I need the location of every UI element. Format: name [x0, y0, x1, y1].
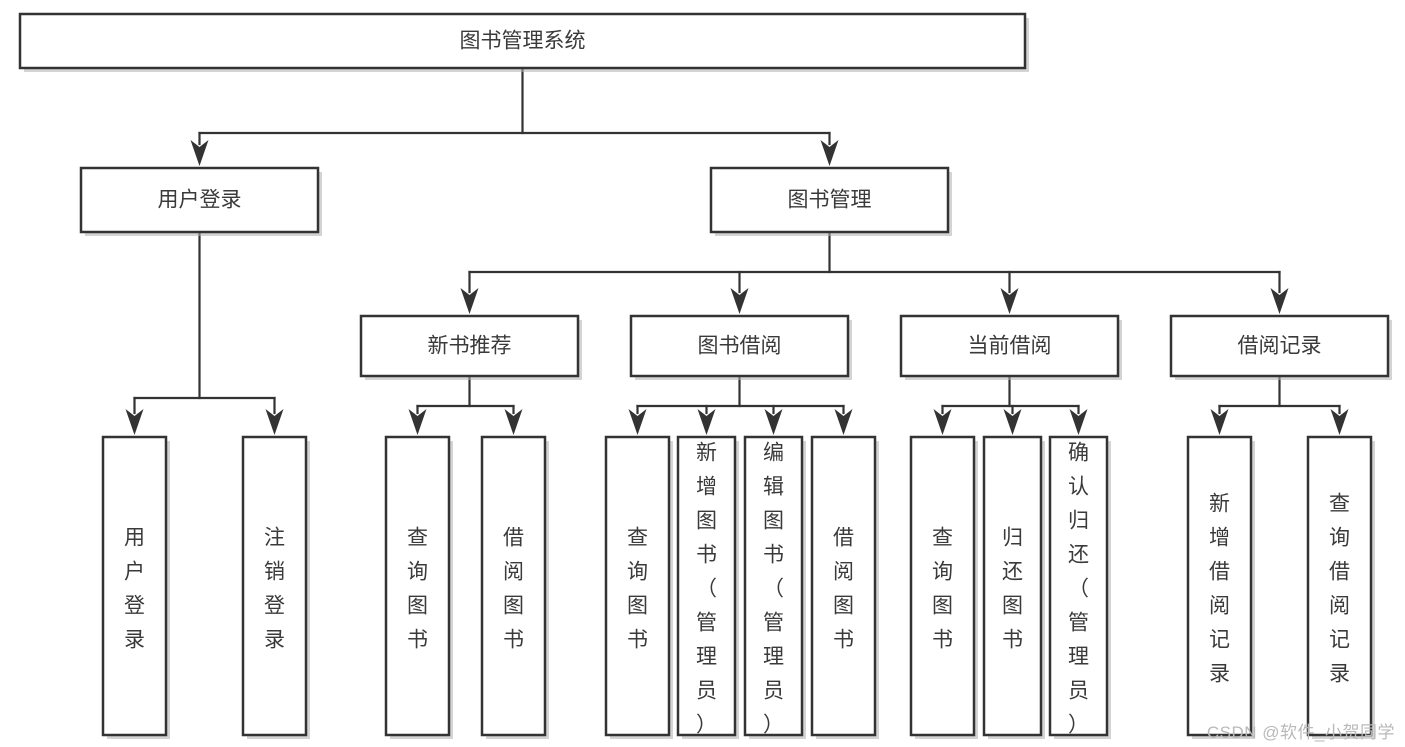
node-leaf-confirm-return-admin[interactable]: 确认归还（管理员）: [1048, 435, 1111, 739]
node-label: 新增图书（管理员）: [696, 442, 717, 737]
node-layer: 图书管理系统用户登录图书管理新书推荐图书借阅当前借阅借阅记录用户登录注销登录查询…: [18, 12, 1392, 739]
node-rect[interactable]: [384, 435, 451, 737]
watermark-label: CSDN @软件_小贺同学: [1206, 723, 1395, 742]
arrow-head-icon: [1000, 288, 1019, 314]
node-rect[interactable]: [1306, 435, 1373, 737]
arrow-head-icon: [504, 409, 523, 435]
node-rect[interactable]: [241, 435, 308, 737]
node-leaf-query-book-rec[interactable]: 查询图书: [384, 435, 453, 739]
node-borrow-record[interactable]: 借阅记录: [1169, 314, 1392, 380]
node-leaf-query-book-current[interactable]: 查询图书: [909, 435, 978, 739]
arrow-head-icon: [697, 409, 716, 435]
arrow-head-icon: [1003, 409, 1022, 435]
connector-user-login: [125, 230, 284, 435]
node-label: 用户登录: [158, 189, 242, 212]
node-leaf-borrow-book[interactable]: 借阅图书: [810, 435, 879, 739]
connector-current-borrow: [933, 374, 1088, 435]
arrow-head-icon: [1270, 288, 1289, 314]
node-current-borrow[interactable]: 当前借阅: [899, 314, 1122, 380]
node-label: 借阅图书: [503, 527, 524, 652]
arrow-head-icon: [730, 288, 749, 314]
arrow-head-icon: [408, 409, 427, 435]
arrow-head-icon: [125, 409, 144, 435]
node-rect[interactable]: [480, 435, 547, 737]
node-leaf-add-book-admin[interactable]: 新增图书（管理员）: [676, 435, 739, 739]
node-leaf-query-book-borrow[interactable]: 查询图书: [604, 435, 673, 739]
node-label: 新增借阅记录: [1209, 493, 1230, 686]
arrow-head-icon: [265, 409, 284, 435]
node-rect[interactable]: [982, 435, 1043, 737]
node-label: 注销登录: [264, 527, 285, 652]
arrow-head-icon: [764, 409, 783, 435]
node-label: 图书管理: [788, 189, 872, 212]
node-leaf-query-borrow-record[interactable]: 查询借阅记录: [1306, 435, 1375, 739]
node-rect[interactable]: [709, 166, 950, 234]
arrow-head-icon: [628, 409, 647, 435]
node-rect[interactable]: [101, 435, 168, 737]
arrow-head-icon: [190, 140, 209, 166]
node-rect[interactable]: [810, 435, 877, 737]
node-leaf-logout-login[interactable]: 注销登录: [241, 435, 310, 739]
node-leaf-borrow-book-rec[interactable]: 借阅图书: [480, 435, 549, 739]
node-leaf-add-borrow-record[interactable]: 新增借阅记录: [1186, 435, 1255, 739]
node-book-manage[interactable]: 图书管理: [709, 166, 952, 236]
node-rect[interactable]: [909, 435, 976, 737]
node-rect[interactable]: [743, 435, 804, 737]
connector-root: [190, 66, 839, 166]
node-label: 编辑图书（管理员）: [763, 442, 784, 737]
node-leaf-edit-book-admin[interactable]: 编辑图书（管理员）: [743, 435, 806, 739]
connector-new-book-recommend: [408, 374, 523, 435]
arrow-head-icon: [933, 409, 952, 435]
node-rect[interactable]: [676, 435, 737, 737]
connector-book-manage: [460, 230, 1289, 314]
node-rect[interactable]: [899, 314, 1120, 378]
node-new-book-recommend[interactable]: 新书推荐: [359, 314, 582, 380]
node-label: 确认归还（管理员）: [1068, 442, 1089, 737]
connector-layer: [125, 66, 1349, 435]
arrow-head-icon: [1330, 409, 1349, 435]
connector-borrow-record: [1210, 374, 1349, 435]
node-label: 用户登录: [124, 527, 145, 652]
node-label: 查询图书: [407, 527, 428, 652]
node-rect[interactable]: [359, 314, 580, 378]
node-label: 图书借阅: [698, 335, 782, 358]
node-user-login[interactable]: 用户登录: [79, 166, 322, 236]
node-rect[interactable]: [1169, 314, 1390, 378]
node-leaf-user-login[interactable]: 用户登录: [101, 435, 170, 739]
arrow-head-icon: [820, 140, 839, 166]
arrow-head-icon: [1069, 409, 1088, 435]
node-rect[interactable]: [1186, 435, 1253, 737]
arrow-head-icon: [834, 409, 853, 435]
node-book-borrow[interactable]: 图书借阅: [629, 314, 852, 380]
node-rect[interactable]: [79, 166, 320, 234]
node-label: 借阅记录: [1238, 335, 1322, 358]
arrow-head-icon: [460, 288, 479, 314]
node-label: 新书推荐: [428, 335, 512, 358]
node-leaf-return-book[interactable]: 归还图书: [982, 435, 1045, 739]
node-label: 查询图书: [627, 527, 648, 652]
node-label: 归还图书: [1002, 527, 1023, 652]
arrow-head-icon: [1210, 409, 1229, 435]
node-label: 查询图书: [932, 527, 953, 652]
node-label: 图书管理系统: [460, 30, 586, 53]
node-rect[interactable]: [18, 12, 1027, 70]
node-label: 查询借阅记录: [1329, 493, 1350, 686]
node-rect[interactable]: [629, 314, 850, 378]
node-label: 当前借阅: [968, 335, 1052, 358]
node-label: 借阅图书: [833, 527, 854, 652]
node-root[interactable]: 图书管理系统: [18, 12, 1029, 72]
node-rect[interactable]: [1048, 435, 1109, 737]
connector-book-borrow: [628, 374, 853, 435]
node-rect[interactable]: [604, 435, 671, 737]
